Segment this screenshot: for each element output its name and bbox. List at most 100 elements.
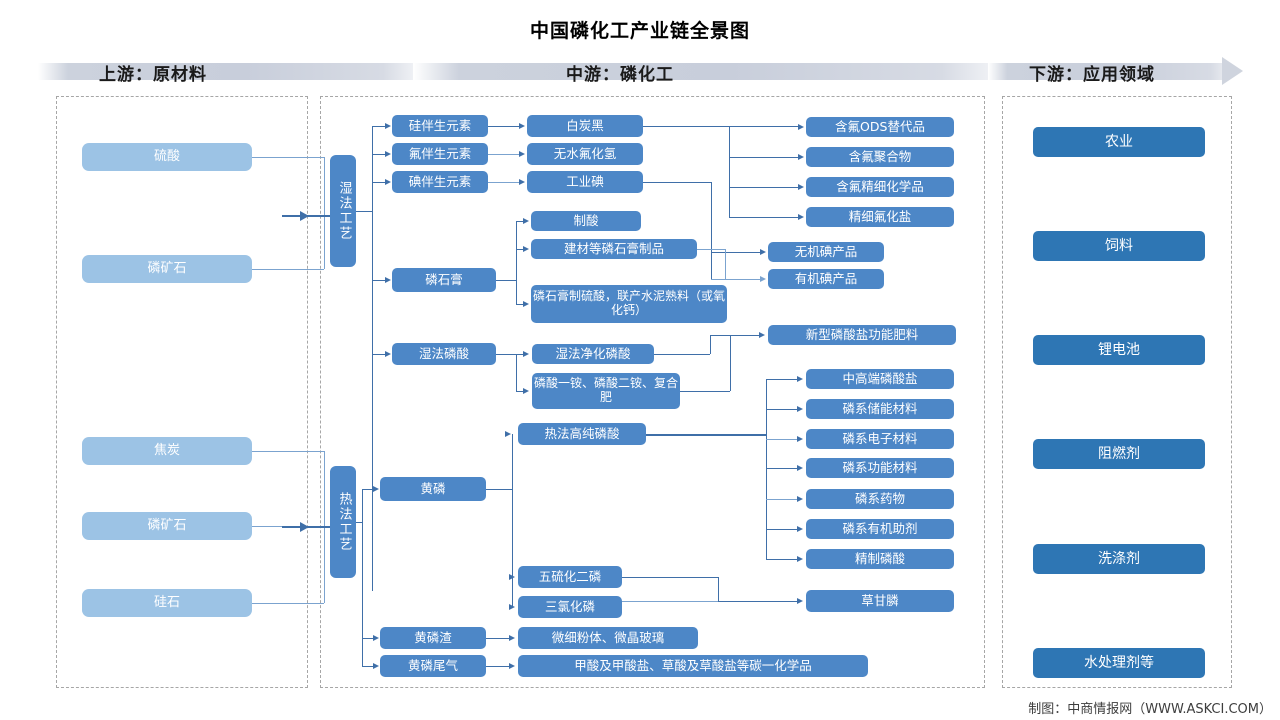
arrow-icon [385, 350, 391, 357]
connector [372, 126, 386, 127]
node-phosphorus-trichloride[interactable]: 三氯化磷 [518, 596, 622, 618]
node-organic-iodine-product[interactable]: 有机碘产品 [768, 269, 884, 289]
downstream-node-agriculture[interactable]: 农业 [1033, 127, 1205, 157]
node-glyphosate[interactable]: 草甘膦 [806, 590, 954, 612]
node-yellow-phosphorus[interactable]: 黄磷 [380, 477, 486, 501]
connector [729, 187, 799, 188]
arrow-icon [798, 123, 804, 130]
band-upstream [38, 63, 413, 80]
node-phosphogypsum[interactable]: 磷石膏 [392, 268, 496, 292]
connector [486, 638, 510, 639]
connector [718, 601, 798, 602]
arrow-icon [509, 603, 515, 610]
node-phosphorus-organic-additive[interactable]: 磷系有机助剂 [806, 519, 954, 539]
node-yellow-phosphorus-slag[interactable]: 黄磷渣 [380, 627, 486, 649]
process-node-wet-process[interactable]: 湿法工艺 [330, 155, 356, 267]
arrow-icon [519, 122, 525, 129]
process-node-thermal-process[interactable]: 热法工艺 [330, 466, 356, 578]
arrow-icon [797, 597, 803, 604]
connector [252, 269, 324, 270]
connector [697, 249, 725, 250]
node-yellow-phosphorus-tail-gas[interactable]: 黄磷尾气 [380, 655, 486, 677]
node-fine-fluoride-salt[interactable]: 精细氟化盐 [806, 207, 954, 227]
arrow-icon [373, 662, 379, 669]
node-gypsum-sulfuric-acid-cement[interactable]: 磷石膏制硫酸，联产水泥熟料（或氧化钙） [531, 285, 727, 323]
downstream-node-feed[interactable]: 饲料 [1033, 231, 1205, 261]
node-formic-oxalic-c1-chemicals[interactable]: 甲酸及甲酸盐、草酸及草酸盐等碳一化学品 [518, 655, 868, 677]
connector [372, 126, 373, 591]
connector [654, 354, 710, 355]
node-fine-powder-glass-ceramic[interactable]: 微细粉体、微晶玻璃 [518, 627, 698, 649]
node-phosphorus-pharmaceuticals[interactable]: 磷系药物 [806, 489, 954, 509]
node-new-phosphate-functional-fertilizer[interactable]: 新型磷酸盐功能肥料 [768, 325, 956, 345]
arrow-icon [300, 522, 309, 532]
upstream-node-coke[interactable]: 焦炭 [82, 437, 252, 465]
connector [711, 182, 712, 279]
node-map-dap-compound-fertilizer[interactable]: 磷酸一铵、磷酸二铵、复合肥 [532, 373, 680, 409]
connector [516, 249, 524, 250]
node-purified-wet-phosphoric-acid[interactable]: 湿法净化磷酸 [532, 344, 654, 364]
upstream-node-sulfuric-acid[interactable]: 硫酸 [82, 143, 252, 171]
upstream-node-silica[interactable]: 硅石 [82, 589, 252, 617]
connector [766, 559, 798, 560]
arrow-icon [797, 405, 803, 412]
node-acid-production[interactable]: 制酸 [531, 211, 641, 231]
connector [710, 335, 760, 336]
arrow-icon [385, 122, 391, 129]
page-title: 中国磷化工产业链全景图 [529, 20, 750, 42]
upstream-node-phosphate-rock-wet[interactable]: 磷矿石 [82, 255, 252, 283]
connector [725, 249, 726, 279]
node-gypsum-building-materials[interactable]: 建材等磷石膏制品 [531, 239, 697, 259]
connector [729, 217, 799, 218]
connector [496, 280, 516, 281]
node-fluorine-associated-element[interactable]: 氟伴生元素 [392, 143, 488, 165]
arrow-icon [519, 150, 525, 157]
node-phosphorus-electronic-material[interactable]: 磷系电子材料 [806, 429, 954, 449]
node-iodine-associated-element[interactable]: 碘伴生元素 [392, 171, 488, 193]
node-fluorine-ods-substitute[interactable]: 含氟ODS替代品 [806, 117, 954, 137]
node-phosphorus-pentasulfide[interactable]: 五硫化二磷 [518, 566, 622, 588]
node-phosphorus-functional-material[interactable]: 磷系功能材料 [806, 458, 954, 478]
source-credit: 制图：中商情报网（WWW.ASKCI.COM） [1028, 702, 1272, 717]
connector [252, 157, 324, 158]
connector [486, 489, 512, 490]
node-fluoropolymer[interactable]: 含氟聚合物 [806, 147, 954, 167]
arrow-icon [385, 178, 391, 185]
connector [766, 468, 798, 469]
downstream-node-water-treatment[interactable]: 水处理剂等 [1033, 648, 1205, 678]
connector [729, 126, 730, 217]
downstream-node-detergent[interactable]: 洗涤剂 [1033, 544, 1205, 574]
connector [516, 354, 517, 391]
node-fluorine-fine-chemicals[interactable]: 含氟精细化学品 [806, 177, 954, 197]
node-white-carbon-black[interactable]: 白炭黑 [527, 115, 643, 137]
arrow-icon [523, 217, 529, 224]
connector [766, 379, 767, 559]
connector [766, 439, 798, 440]
node-refined-phosphoric-acid[interactable]: 精制磷酸 [806, 549, 954, 569]
arrow-icon [798, 213, 804, 220]
node-inorganic-iodine-product[interactable]: 无机碘产品 [768, 242, 884, 262]
node-thermal-high-purity-phosphoric-acid[interactable]: 热法高纯磷酸 [518, 423, 646, 445]
node-industrial-iodine[interactable]: 工业碘 [527, 171, 643, 193]
connector [516, 221, 517, 304]
downstream-node-flame-retardant[interactable]: 阻燃剂 [1033, 439, 1205, 469]
connector [622, 577, 718, 578]
connector [680, 391, 730, 392]
connector [252, 451, 324, 452]
connector [362, 638, 374, 639]
band-label-upstream: 上游：原材料 [99, 65, 207, 85]
connector [729, 157, 799, 158]
node-anhydrous-hydrogen-fluoride[interactable]: 无水氟化氢 [527, 143, 643, 165]
downstream-node-lithium-battery[interactable]: 锂电池 [1033, 335, 1205, 365]
arrow-icon [760, 248, 766, 255]
node-mid-high-end-phosphate[interactable]: 中高端磷酸盐 [806, 369, 954, 389]
upstream-node-phosphate-rock-thermal[interactable]: 磷矿石 [82, 512, 252, 540]
node-phosphorus-energy-storage-material[interactable]: 磷系储能材料 [806, 399, 954, 419]
node-wet-phosphoric-acid[interactable]: 湿法磷酸 [392, 343, 496, 365]
connector [516, 304, 524, 305]
connector [362, 489, 374, 490]
arrow-icon [760, 275, 766, 282]
connector [766, 529, 798, 530]
connector [729, 126, 799, 127]
node-silicon-associated-element[interactable]: 硅伴生元素 [392, 115, 488, 137]
